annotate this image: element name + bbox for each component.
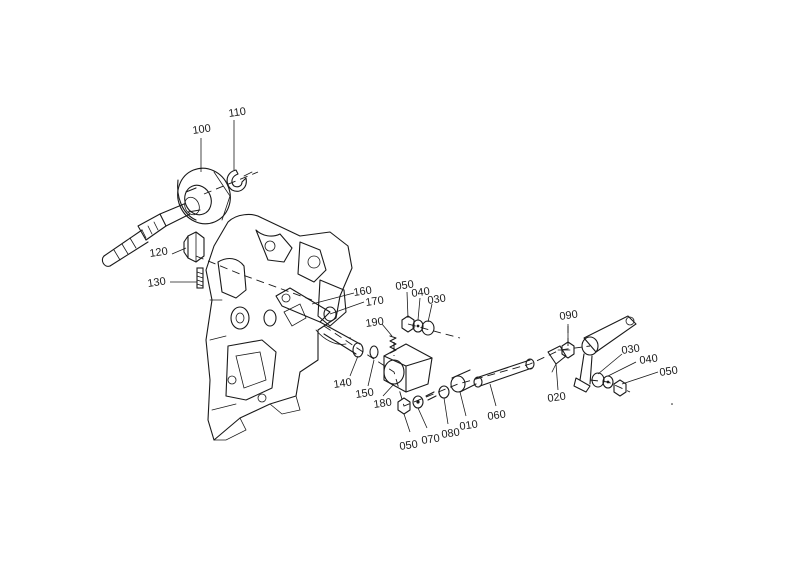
label-130: 130 [147, 276, 167, 290]
label-040-upper: 040 [411, 286, 431, 300]
label-060: 060 [487, 409, 507, 423]
label-190: 190 [365, 316, 385, 330]
part-160-lever [275, 287, 337, 323]
label-180: 180 [373, 397, 393, 411]
scan-specks [349, 337, 673, 405]
right-lever-arm [573, 315, 637, 393]
part-120-bracket [183, 231, 205, 263]
label-090: 090 [559, 309, 579, 323]
part-060-rod [473, 358, 535, 388]
label-140: 140 [333, 377, 353, 391]
label-150: 150 [355, 387, 375, 401]
part-080-pin [425, 391, 437, 401]
part-110-snap-ring [226, 169, 253, 192]
label-070: 070 [421, 433, 441, 447]
label-110: 110 [228, 106, 247, 120]
label-160: 160 [353, 285, 373, 299]
part-180-block [383, 343, 433, 393]
part-130-bolt [196, 267, 204, 289]
label-170: 170 [365, 295, 385, 309]
part-labels: 100 110 120 130 160 170 190 140 150 180 … [147, 106, 679, 453]
label-050-lower: 050 [399, 439, 419, 453]
part-010-joint [450, 369, 477, 393]
leader-lines [170, 120, 659, 433]
transmission-housing [205, 213, 353, 441]
label-120: 120 [149, 246, 169, 260]
input-shaft [101, 203, 191, 267]
label-100: 100 [192, 123, 212, 137]
part-050-nut-right [613, 379, 627, 397]
part-100-flange [177, 167, 231, 225]
label-010: 010 [459, 419, 479, 433]
part-020-link [547, 345, 571, 373]
label-030-right: 030 [621, 343, 641, 357]
label-020: 020 [547, 391, 567, 405]
label-080: 080 [441, 427, 461, 441]
label-050-right: 050 [659, 365, 679, 379]
part-150-oring [369, 345, 379, 359]
part-ring-extra [438, 385, 450, 399]
part-050-nut-left [397, 397, 411, 415]
label-040-right: 040 [639, 353, 659, 367]
label-050-upper: 050 [395, 279, 415, 293]
label-030-upper: 030 [427, 293, 447, 307]
